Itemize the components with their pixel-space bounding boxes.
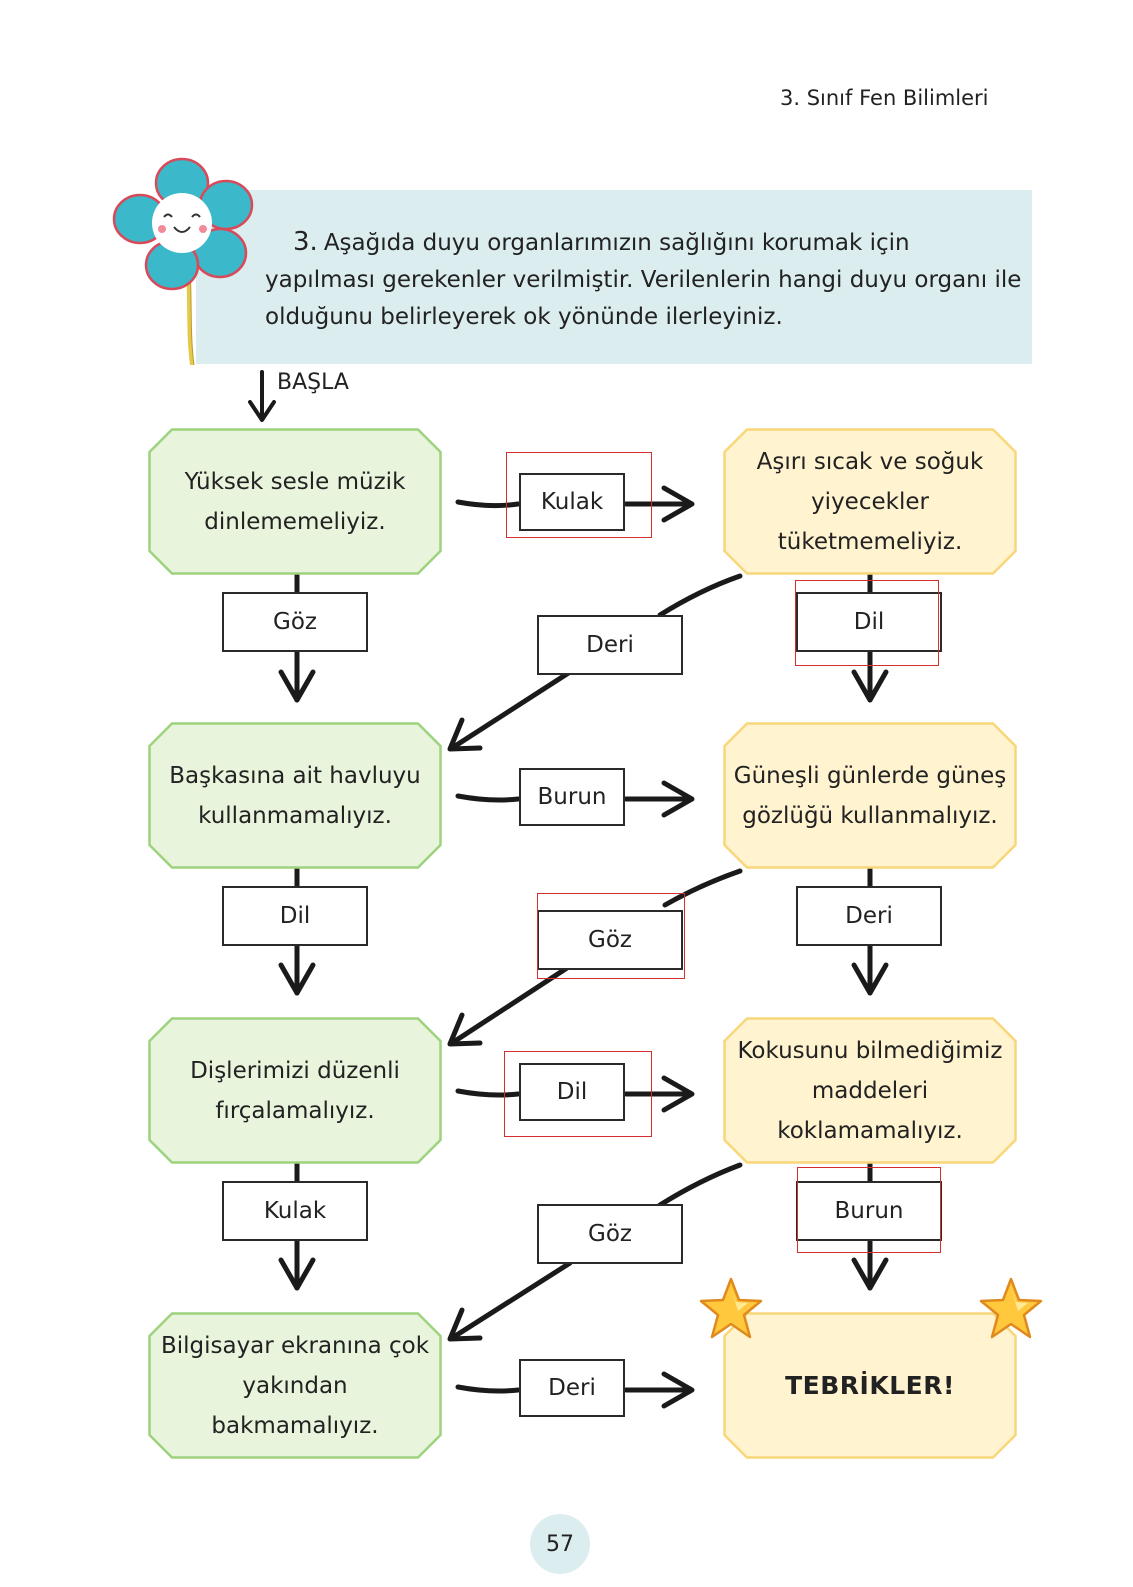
node-congrats-text: TEBRİKLER! [785, 1370, 955, 1400]
start-label: BAŞLA [277, 370, 349, 395]
node-congrats: TEBRİKLER! [723, 1312, 1017, 1459]
instruction-body: Aşağıda duyu organlarımızın sağlığını ko… [265, 230, 1022, 330]
answer-box-mark [537, 893, 685, 979]
question-number: 3. [293, 227, 318, 257]
node-loud-music: Yüksek sesle müzik dinlememeliyiz. [148, 428, 442, 575]
node-towel: Başkasına ait havluyu kullanmamalıyız. [148, 722, 442, 869]
star-icon [979, 1277, 1043, 1339]
answer-box-mark [795, 580, 939, 666]
node-teeth-text: Dişlerimizi düzenli fırçalamalıyız. [190, 1057, 400, 1124]
label-row3-diagonal: Göz [537, 1204, 683, 1264]
label-row1-right: Kulak [519, 473, 625, 531]
node-sunglasses: Güneşli günlerde güneş gözlüğü kullanmal… [723, 722, 1017, 869]
label-row3-down-left: Kulak [222, 1181, 368, 1241]
label-row2-right: Burun [519, 768, 625, 826]
label-row3-right: Dil [519, 1063, 625, 1121]
label-row1-down-left: Göz [222, 592, 368, 652]
label-row1-diagonal: Deri [537, 615, 683, 675]
node-screen-text: Bilgisayar ekranına çok yakından bakmama… [160, 1332, 430, 1439]
page-number: 57 [530, 1514, 590, 1574]
answer-box-mark [504, 1051, 652, 1137]
label-row2-down-right: Deri [796, 886, 942, 946]
label-row1-down-right: Dil [796, 592, 942, 652]
label-row4-right: Deri [519, 1359, 625, 1417]
node-hot-cold-food-text: Aşırı sıcak ve soğuk yiyecekler tüketmem… [756, 448, 984, 555]
label-row2-down-left: Dil [222, 886, 368, 946]
node-teeth: Dişlerimizi düzenli fırçalamalıyız. [148, 1017, 442, 1164]
node-smell: Kokusunu bilmediğimiz maddeleri koklamam… [723, 1017, 1017, 1164]
star-icon [699, 1277, 763, 1339]
label-row2-diagonal: Göz [537, 910, 683, 970]
answer-box-mark [797, 1167, 941, 1253]
node-smell-text: Kokusunu bilmediğimiz maddeleri koklamam… [737, 1037, 1003, 1144]
node-loud-music-text: Yüksek sesle müzik dinlememeliyiz. [184, 468, 406, 535]
flower-icon [112, 157, 254, 365]
node-towel-text: Başkasına ait havluyu kullanmamalıyız. [169, 762, 421, 829]
answer-box-mark [506, 452, 652, 538]
node-screen: Bilgisayar ekranına çok yakından bakmama… [148, 1312, 442, 1459]
node-hot-cold-food: Aşırı sıcak ve soğuk yiyecekler tüketmem… [723, 428, 1017, 575]
page-header-title: 3. Sınıf Fen Bilimleri [780, 86, 989, 110]
instruction-box [196, 190, 1032, 364]
node-sunglasses-text: Güneşli günlerde güneş gözlüğü kullanmal… [733, 762, 1007, 829]
instruction-text: 3.Aşağıda duyu organlarımızın sağlığını … [265, 224, 1025, 336]
label-row3-down-right: Burun [796, 1181, 942, 1241]
